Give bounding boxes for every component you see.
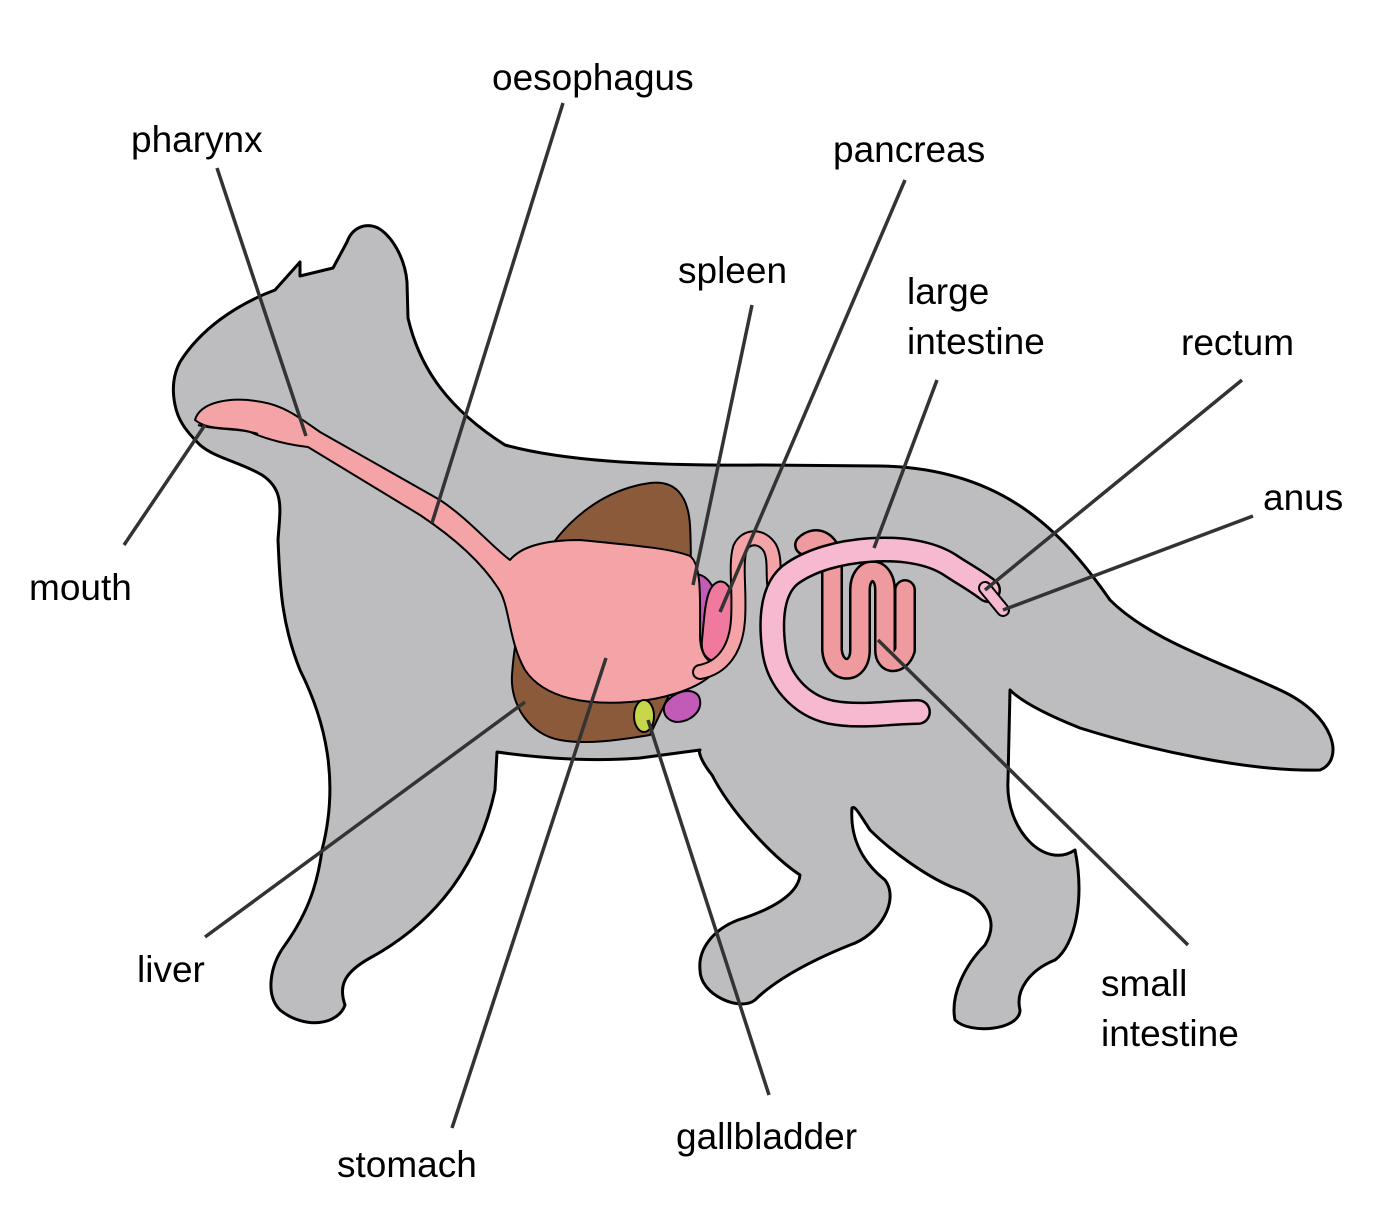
label-anus: anus: [1263, 477, 1343, 518]
label-gallbladder: gallbladder: [676, 1116, 857, 1157]
leader-gallbladder: [646, 719, 771, 1096]
label-large-intestine-line1: large: [907, 271, 989, 312]
leader-small-intestine: [876, 638, 1190, 947]
leader-pancreas: [718, 179, 907, 613]
leader-stomach: [450, 657, 608, 1129]
digestive-tract-upper: [194, 398, 713, 704]
label-large-intestine-line2: intestine: [907, 321, 1045, 362]
label-liver: liver: [137, 949, 205, 990]
label-small-intestine-line2: intestine: [1101, 1013, 1239, 1054]
label-stomach: stomach: [337, 1144, 477, 1185]
duodenum-fill: [694, 532, 781, 678]
leader-pharynx: [215, 167, 308, 437]
label-pharynx: pharynx: [131, 119, 263, 160]
label-small-intestine-line1: small: [1101, 963, 1187, 1004]
label-pancreas: pancreas: [833, 129, 985, 170]
label-mouth: mouth: [29, 567, 132, 608]
leader-anus: [1002, 514, 1254, 612]
spleen-lower-lobe: [662, 690, 702, 723]
leader-oesophagus: [430, 102, 565, 524]
leader-spleen: [691, 304, 754, 586]
leader-liver: [203, 700, 527, 939]
leader-mouth: [122, 424, 207, 546]
large-intestine-organ: [759, 536, 1010, 728]
label-rectum: rectum: [1181, 322, 1294, 363]
label-oesophagus: oesophagus: [492, 57, 694, 98]
leader-rectum: [983, 378, 1244, 592]
label-spleen: spleen: [678, 250, 787, 291]
leader-large-intestine: [872, 379, 939, 549]
cat-body: [171, 224, 1335, 1031]
